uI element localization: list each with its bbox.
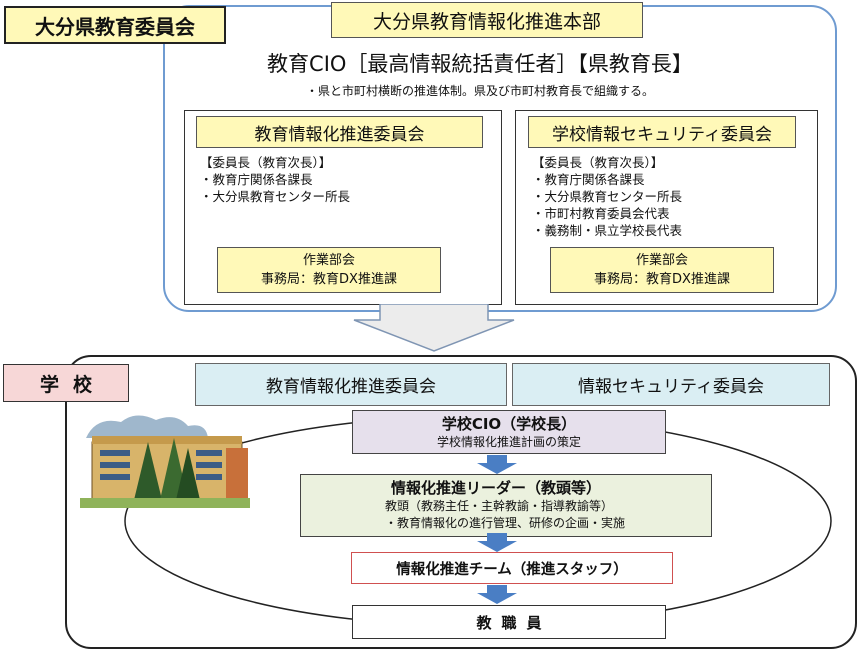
promotion-leader-line: ・教育情報化の進行管理、研修の企画・実施 (385, 516, 626, 530)
info-promotion-working-group: 作業部会 事務局：教育DX推進課 (217, 247, 441, 293)
info-promotion-committee-title: 教育情報化推進委員会 (196, 116, 483, 148)
member-item: ・大分県教育センター所長 (200, 189, 351, 204)
education-cio-line: 教育CIO［最高情報統括責任者］【県教育長】 (267, 52, 693, 76)
working-group-title: 作業部会 (635, 253, 688, 268)
school-building-icon (80, 415, 250, 508)
working-group-office: 事務局：教育DX推進課 (594, 272, 730, 287)
member-item: ・市町村教育委員会代表 (532, 206, 670, 221)
promotion-leader-title: 情報化推進リーダー（教頭等） (391, 479, 602, 497)
info-promotion-member-list: 【委員長（教育次長）】 ・教育庁関係各課長 ・大分県教育センター所長 (200, 154, 490, 205)
security-committee-title: 学校情報セキュリティ委員会 (528, 116, 796, 148)
member-item: ・教育庁関係各課長 (200, 172, 313, 187)
school-cio-sub: 学校情報化推進計画の策定 (436, 434, 581, 449)
promotion-leader-line: 教頭（教務主任・主幹教諭・指導教諭等） (385, 499, 614, 513)
teaching-staff-box: 教職員 (352, 605, 666, 639)
pref-board-label: 大分県教育委員会 (4, 6, 226, 44)
down-arrow-icon (477, 585, 517, 604)
hq-title: 大分県教育情報化推進本部 (331, 2, 643, 38)
member-item: 【委員長（教育次長）】 (200, 155, 332, 170)
hq-note: ・県と市町村横断の推進体制。県及び市町村教育長で組織する。 (305, 83, 654, 98)
working-group-title: 作業部会 (302, 253, 355, 268)
school-info-promotion-committee: 教育情報化推進委員会 (195, 363, 507, 406)
down-arrow-icon (477, 533, 517, 552)
big-down-arrow-icon (353, 304, 515, 352)
security-member-list: 【委員長（教育次長）】 ・教育庁関係各課長 ・大分県教育センター所長 ・市町村教… (532, 154, 812, 239)
school-security-committee: 情報セキュリティ委員会 (512, 363, 830, 406)
member-item: ・大分県教育センター所長 (532, 189, 683, 204)
member-item: ・教育庁関係各課長 (532, 172, 645, 187)
promotion-leader-box: 情報化推進リーダー（教頭等） 教頭（教務主任・主幹教諭・指導教諭等） ・教育情報… (300, 474, 712, 537)
security-working-group: 作業部会 事務局：教育DX推進課 (550, 247, 774, 293)
school-cio-title: 学校CIO（学校長） (441, 414, 577, 433)
down-arrow-icon (477, 455, 517, 474)
member-item: 【委員長（教育次長）】 (532, 155, 664, 170)
member-item: ・義務制・県立学校長代表 (532, 223, 683, 238)
promotion-team-box: 情報化推進チーム（推進スタッフ） (351, 552, 673, 584)
school-cio-box: 学校CIO（学校長） 学校情報化推進計画の策定 (352, 410, 666, 454)
school-label: 学校 (3, 364, 129, 402)
working-group-office: 事務局：教育DX推進課 (261, 272, 397, 287)
